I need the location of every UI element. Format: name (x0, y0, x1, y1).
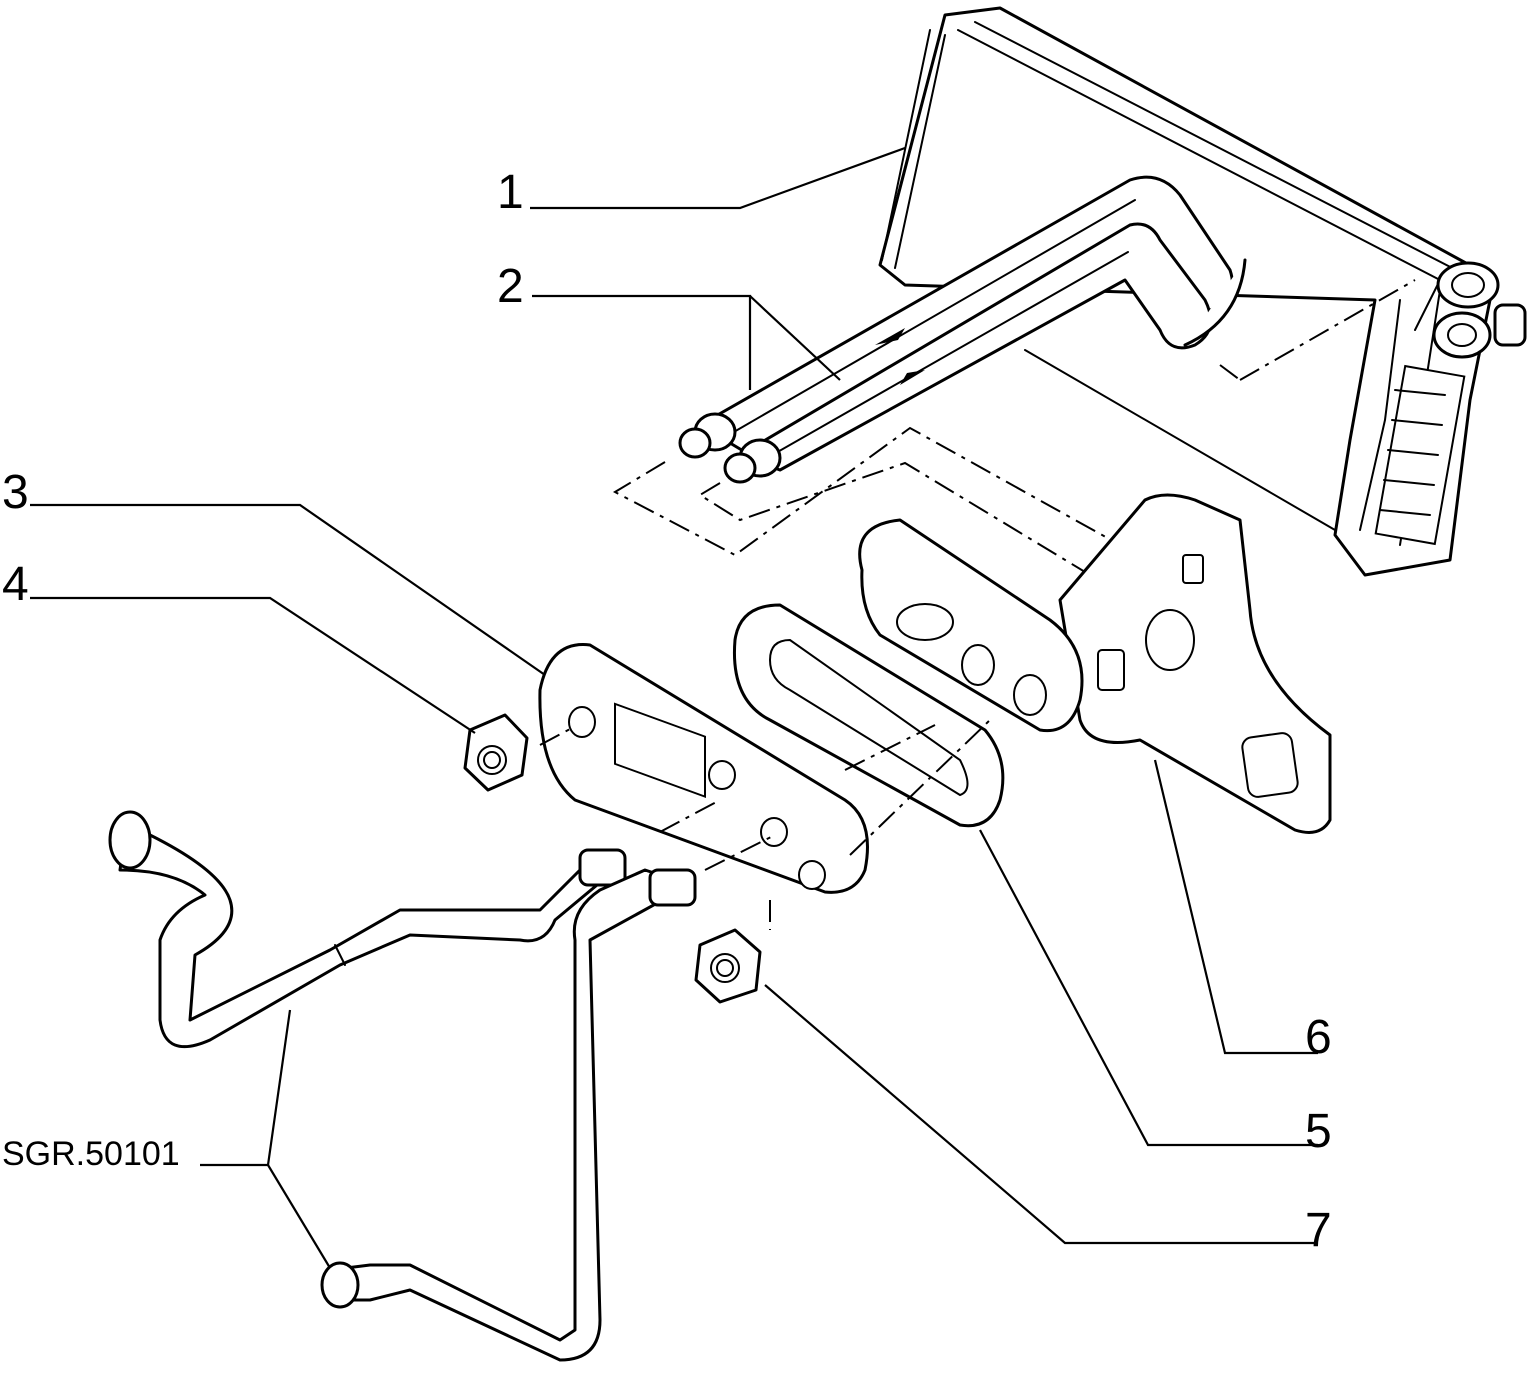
leader-4 (30, 596, 476, 734)
leader-1 (530, 146, 906, 210)
callout-1: 1 (497, 166, 524, 219)
flange-plate (538, 643, 869, 894)
callout-6: 6 (1305, 1011, 1332, 1064)
callout-4: 4 (2, 558, 29, 611)
gasket-rear (858, 518, 1084, 733)
leader-7 (764, 984, 1318, 1245)
leader-6 (1153, 759, 1318, 1055)
leader-5 (979, 829, 1318, 1147)
pipe-assembly (678, 175, 1247, 484)
leader-2 (532, 294, 752, 390)
callout-5: 5 (1305, 1105, 1332, 1158)
callout-2: 2 (497, 260, 524, 313)
flange-nut-right (694, 928, 762, 1004)
callout-7: 7 (1305, 1204, 1332, 1257)
reference-code: SGR.50101 (2, 1135, 180, 1173)
callout-3: 3 (2, 466, 29, 519)
hose-assembly (108, 810, 697, 1362)
leader-3 (30, 503, 546, 676)
mounting-bracket (1058, 493, 1332, 834)
flange-nut-left (463, 713, 529, 792)
seal-gasket (732, 603, 1005, 828)
